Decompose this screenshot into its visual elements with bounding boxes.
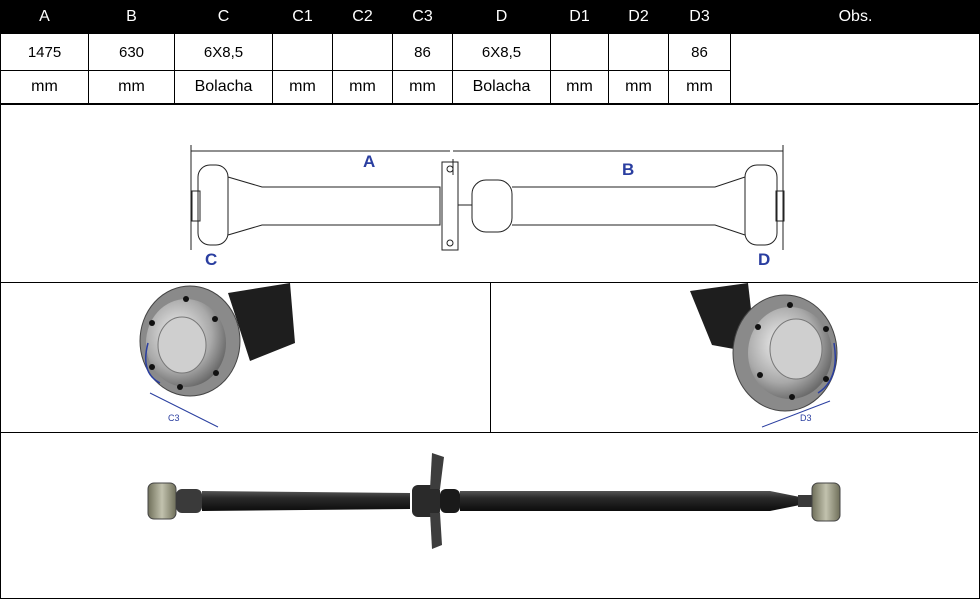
unit-d: Bolacha xyxy=(452,70,551,104)
photo-label-c3: C3 xyxy=(168,413,180,423)
dimension-label-b: B xyxy=(622,160,634,179)
spec-table: A B C C1 C2 C3 D D1 D2 D3 Obs. 1475 630 … xyxy=(0,0,980,104)
unit-c2: mm xyxy=(332,70,393,104)
unit-c: Bolacha xyxy=(174,70,273,104)
header-b: B xyxy=(88,0,175,34)
flange-label-c: C xyxy=(205,250,217,269)
value-c2 xyxy=(332,33,393,71)
table-header-row: A B C C1 C2 C3 D D1 D2 D3 Obs. xyxy=(0,0,980,34)
header-c3: C3 xyxy=(392,0,453,34)
header-c2: C2 xyxy=(332,0,393,34)
header-c: C xyxy=(174,0,273,34)
shaft-line-diagram: A B C D xyxy=(0,104,978,283)
photos-svg: C3 D3 xyxy=(139,283,838,428)
unit-d1: mm xyxy=(550,70,609,104)
header-d2: D2 xyxy=(608,0,669,34)
unit-c3: mm xyxy=(392,70,453,104)
unit-c1: mm xyxy=(272,70,333,104)
header-c1: C1 xyxy=(272,0,333,34)
value-a: 1475 xyxy=(0,33,89,71)
driveshaft-svg xyxy=(147,453,841,549)
value-obs xyxy=(730,33,980,104)
value-d: 6X8,5 xyxy=(452,33,551,71)
value-c3: 86 xyxy=(392,33,453,71)
driveshaft-photo xyxy=(0,432,978,598)
header-a: A xyxy=(0,0,89,34)
flange-photos: C3 D3 xyxy=(0,282,978,433)
table-units-row: mm mm Bolacha mm mm mm Bolacha mm mm mm xyxy=(0,70,980,104)
diagram-svg: A B C D xyxy=(190,145,785,269)
right-flange-photo: D3 xyxy=(690,283,838,428)
value-c: 6X8,5 xyxy=(174,33,273,71)
photo-divider xyxy=(490,283,491,433)
value-d3: 86 xyxy=(668,33,731,71)
value-d2 xyxy=(608,33,669,71)
value-c1 xyxy=(272,33,333,71)
unit-b: mm xyxy=(88,70,175,104)
table-values-row: 1475 630 6X8,5 86 6X8,5 86 xyxy=(0,33,980,104)
unit-d2: mm xyxy=(608,70,669,104)
value-d1 xyxy=(550,33,609,71)
unit-d3: mm xyxy=(668,70,731,104)
value-b: 630 xyxy=(88,33,175,71)
unit-a: mm xyxy=(0,70,89,104)
left-flange-photo: C3 xyxy=(139,283,295,428)
header-obs: Obs. xyxy=(730,0,980,34)
header-d: D xyxy=(452,0,551,34)
flange-label-d: D xyxy=(758,250,770,269)
dimension-label-a: A xyxy=(363,152,375,171)
photo-label-d3: D3 xyxy=(800,413,812,423)
header-d3: D3 xyxy=(668,0,731,34)
header-d1: D1 xyxy=(550,0,609,34)
